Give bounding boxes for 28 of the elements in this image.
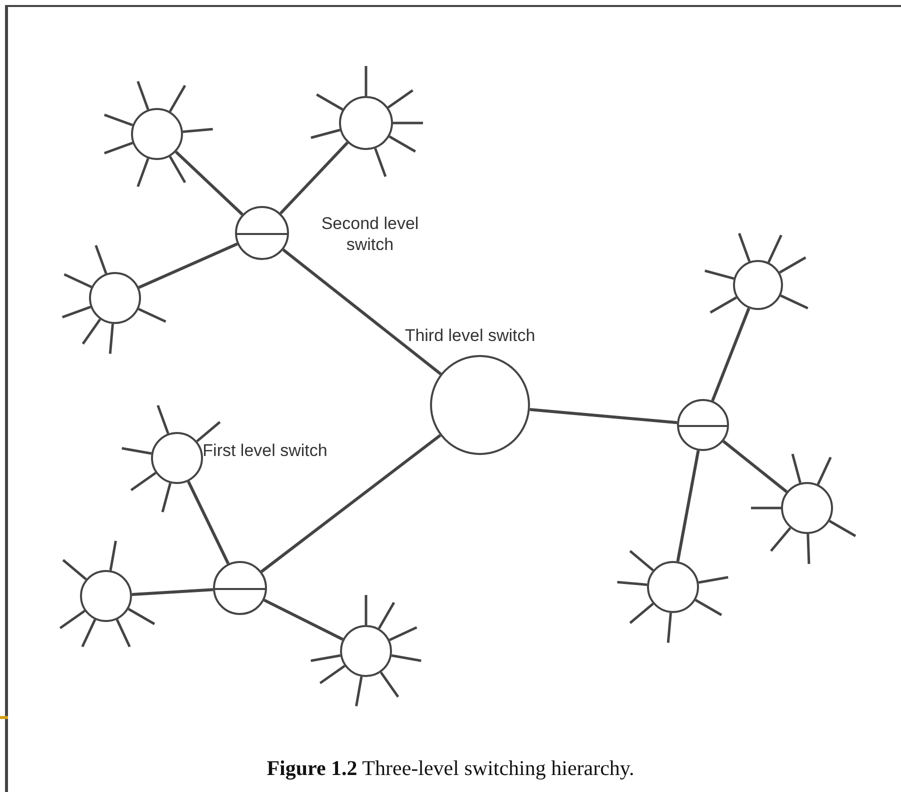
trunk-line [722,440,788,493]
trunk-line [263,598,344,641]
figure-caption: Figure 1.2 Three-level switching hierarchy. [266,756,634,780]
trunk-line [711,308,750,402]
switch-label: Third level switch [404,325,536,346]
trunk-line [676,450,700,562]
exchange-circle [781,482,833,534]
exchange-circle [340,625,392,677]
switch-circle [677,399,729,451]
trunk-line [187,480,230,564]
trunk-line [279,142,349,214]
switch-label: First level switch [202,440,328,461]
exchange-circle [339,96,393,150]
trunk-line [260,434,442,573]
trunk-line [138,242,238,289]
exchange-circle [151,432,203,484]
exchange-circle [733,260,783,310]
trunk-line [530,408,678,424]
trunk-line [174,150,244,216]
exchange-circle [647,561,699,613]
trunk-line [132,588,214,596]
exchange-circle [80,570,132,622]
switch-circle [213,561,267,615]
switch-label: Second level switch [320,213,420,255]
exchange-circle [89,272,141,324]
trunk-line [282,248,442,376]
exchange-circle [131,108,183,160]
switch-circle [235,206,289,260]
